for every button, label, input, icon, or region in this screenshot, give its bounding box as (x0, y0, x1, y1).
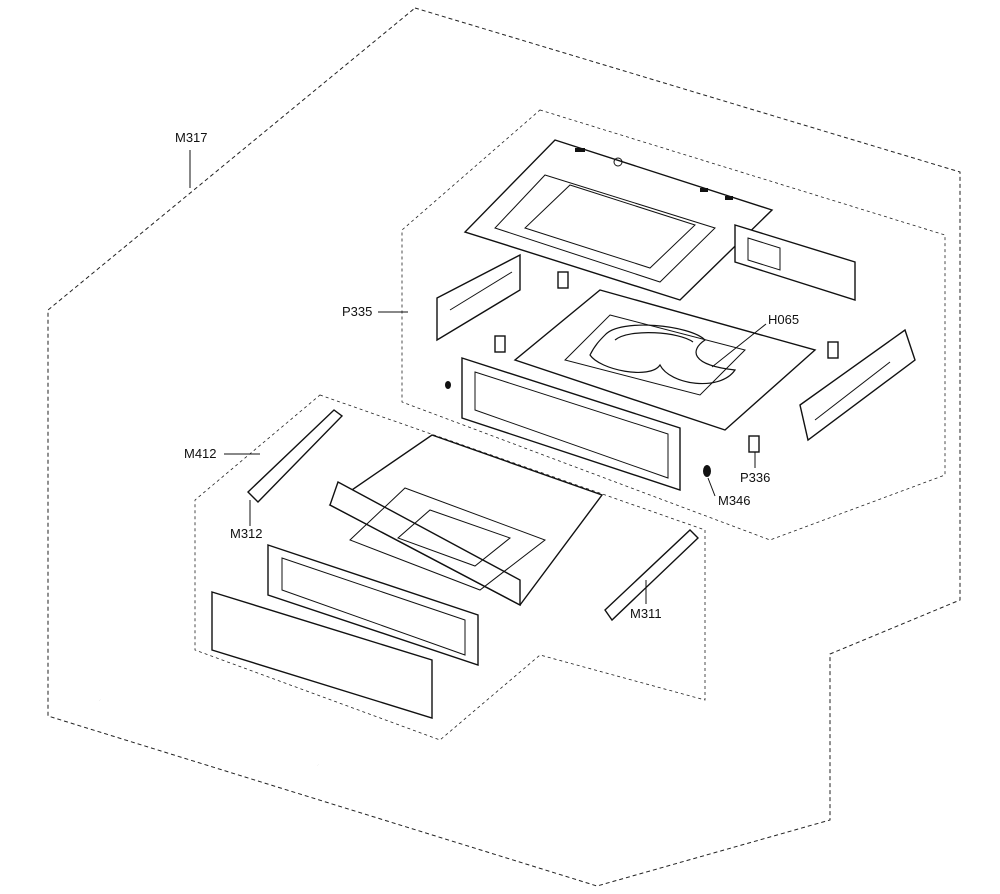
upper-right-side-rail (799, 328, 916, 442)
callout-m346: M346 (707, 477, 751, 508)
callout-m317: M317 (175, 130, 208, 188)
callout-h065: H065 (711, 312, 799, 368)
label-h065: H065 (768, 312, 799, 327)
leveling-foot-p336 (748, 435, 760, 453)
label-m312: M312 (230, 526, 263, 541)
label-m346: M346 (718, 493, 751, 508)
label-m317: M317 (175, 130, 208, 145)
callout-m412: M412 (184, 446, 260, 461)
heater-base-plate (513, 289, 817, 431)
callout-m311: M311 (630, 580, 662, 621)
leveling-foot-2 (494, 335, 506, 353)
lower-subassembly-boundary (194, 394, 706, 741)
right-drawer-slide (604, 529, 700, 622)
callout-p335: P335 (342, 304, 408, 319)
label-p335: P335 (342, 304, 372, 319)
label-p336: P336 (740, 470, 770, 485)
leveling-foot-3 (827, 341, 839, 359)
top-cover-plate (463, 139, 774, 301)
heating-element (589, 324, 737, 385)
label-m311: M311 (630, 606, 662, 621)
left-drawer-slide (246, 409, 344, 503)
callout-p336: P336 (740, 452, 770, 485)
callout-m312: M312 (230, 500, 263, 541)
door-gasket-tube (99, 698, 319, 767)
upper-left-side-rail (436, 253, 521, 342)
upper-front-frame (461, 357, 681, 491)
rear-panel (734, 224, 856, 301)
fastener-small (445, 381, 451, 389)
drawer-front-panel (211, 591, 433, 719)
label-m412: M412 (184, 446, 217, 461)
leveling-foot-1 (557, 271, 569, 289)
fastener-m346 (703, 465, 711, 477)
drawer-front-frame (267, 544, 479, 666)
outer-assembly-boundary (47, 7, 961, 887)
drawer-pan (328, 434, 604, 607)
